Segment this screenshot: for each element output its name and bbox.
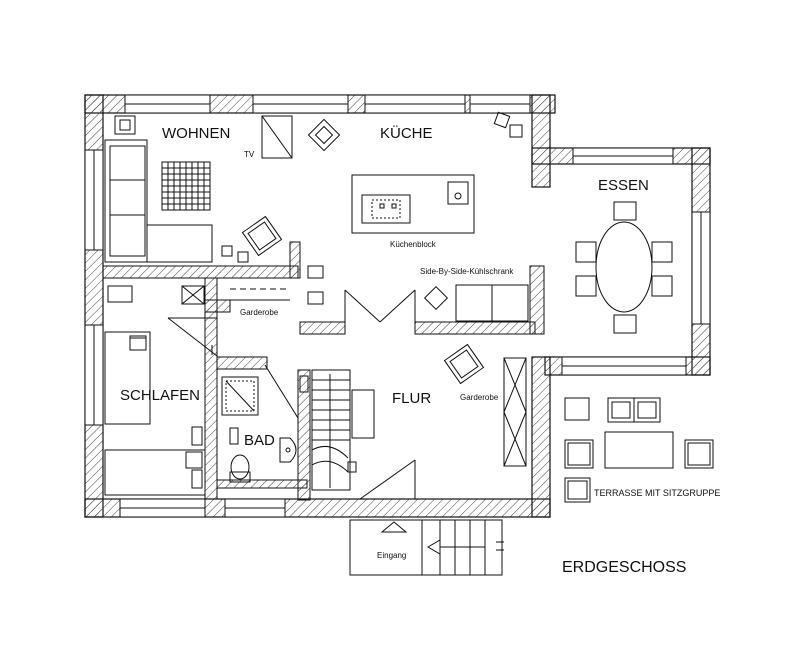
label-kuehlschrank: Side-By-Side-Kühlschrank — [420, 267, 514, 276]
door-swings — [167, 289, 416, 500]
room-label-bad: BAD — [244, 432, 275, 449]
terrace-furniture — [564, 397, 714, 503]
label-kuechenblock: Küchenblock — [390, 240, 437, 249]
room-label-schlafen: SCHLAFEN — [120, 387, 200, 404]
room-label-wohnen: WOHNEN — [162, 125, 230, 142]
inner-walls — [102, 241, 545, 501]
room-label-essen: ESSEN — [598, 177, 649, 194]
entrance — [349, 519, 504, 576]
room-label-flur: FLUR — [392, 390, 431, 407]
furniture — [104, 111, 673, 496]
label-garderobe-flur: Garderobe — [460, 393, 499, 402]
label-terrasse: TERRASSE MIT SITZGRUPPE — [594, 488, 720, 498]
plan-title: ERDGESCHOSS — [562, 559, 686, 576]
label-tv: TV — [244, 150, 255, 159]
carpet — [161, 161, 211, 211]
windows — [84, 94, 711, 518]
label-eingang: Eingang — [377, 551, 406, 560]
room-label-kueche: KÜCHE — [380, 124, 433, 142]
label-garderobe-schlafen: Garderobe — [240, 308, 279, 317]
